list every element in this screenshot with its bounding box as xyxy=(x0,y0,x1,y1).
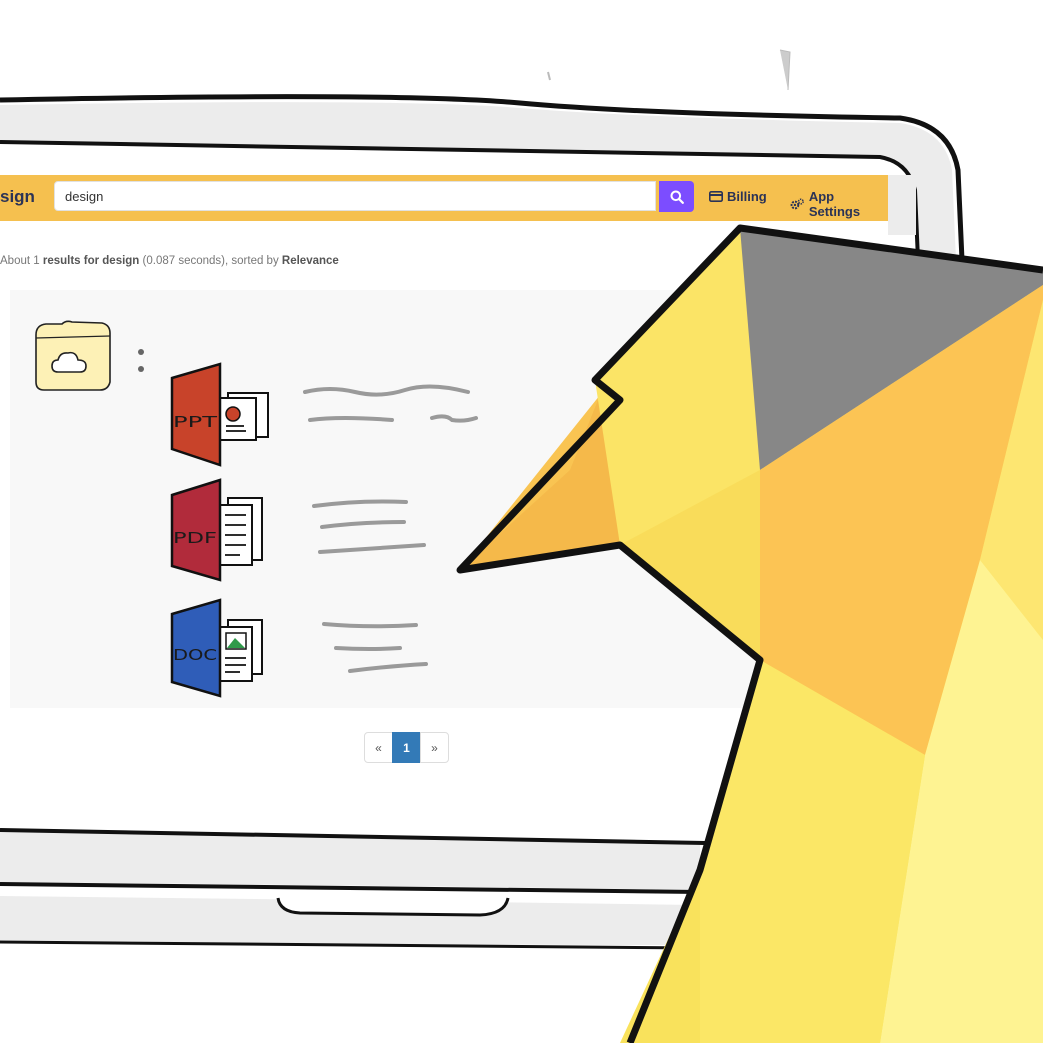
ppt-file-icon[interactable]: PPT xyxy=(170,362,269,467)
app-settings-label: App Settings xyxy=(808,189,861,219)
app-settings-link[interactable]: App Settings xyxy=(790,189,888,219)
pagination: « 1 » xyxy=(364,732,449,763)
billing-label: Billing xyxy=(727,189,767,204)
credit-card-icon xyxy=(709,191,723,202)
pagination-next[interactable]: » xyxy=(420,732,449,763)
summary-time: (0.087 seconds), sorted by xyxy=(139,255,282,267)
app-brand[interactable]: sign xyxy=(0,187,35,206)
summary-query: results for design xyxy=(42,255,140,267)
pdf-file-icon[interactable]: PDF xyxy=(170,478,263,582)
search-button[interactable] xyxy=(659,181,694,212)
results-illustration: PPT PDF DOC xyxy=(35,320,478,698)
top-navbar: sign Billing App Settings xyxy=(0,175,888,221)
billing-link[interactable]: Billing xyxy=(709,189,767,204)
gears-icon xyxy=(790,197,804,209)
search-icon xyxy=(670,190,684,204)
cloud-folder-icon[interactable] xyxy=(35,320,111,391)
pdf-label: PDF xyxy=(173,529,217,547)
summary-prefix: About 1 xyxy=(0,255,43,267)
ppt-label: PPT xyxy=(173,413,218,431)
doc-label: DOC xyxy=(173,646,217,664)
results-summary: About 1 results for design (0.087 second… xyxy=(0,255,339,267)
search-input[interactable] xyxy=(54,181,656,211)
pagination-page-1[interactable]: 1 xyxy=(392,732,421,763)
summary-sort[interactable]: Relevance xyxy=(281,255,339,267)
doc-file-icon[interactable]: DOC xyxy=(170,598,263,698)
